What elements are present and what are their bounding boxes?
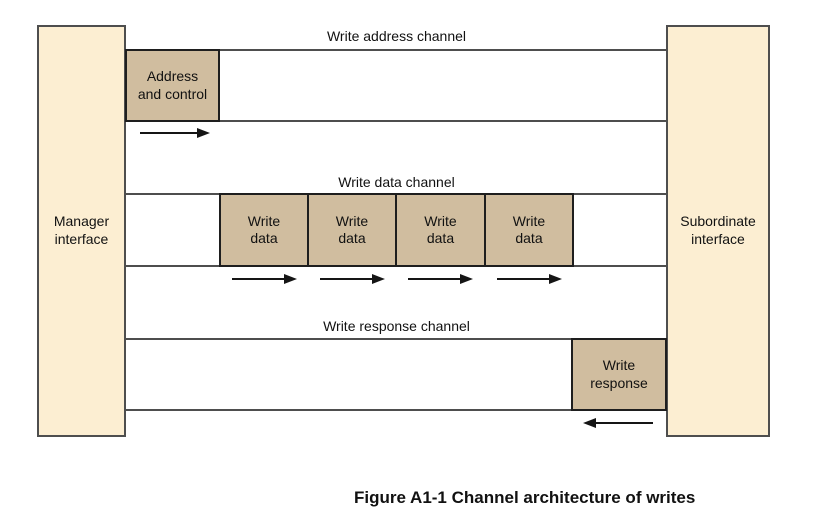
write-data-label: Write data bbox=[247, 212, 281, 247]
arrow-right-icon bbox=[497, 274, 562, 284]
write-data-box: Write data bbox=[219, 193, 309, 267]
arrow-left-icon bbox=[583, 418, 653, 428]
arrow-right-icon bbox=[408, 274, 473, 284]
manager-interface-label: Manager interface bbox=[53, 213, 110, 247]
write-data-box: Write data bbox=[395, 193, 486, 267]
write-address-channel-title: Write address channel bbox=[326, 28, 467, 44]
write-data-label: Write data bbox=[512, 212, 546, 247]
address-and-control-box: Address and control bbox=[125, 49, 220, 122]
write-data-box: Write data bbox=[307, 193, 397, 267]
write-response-channel-title: Write response channel bbox=[323, 318, 470, 334]
write-data-label: Write data bbox=[335, 212, 369, 247]
subordinate-interface-label: Subordinate interface bbox=[680, 213, 756, 247]
manager-interface-box: Manager interface bbox=[37, 25, 126, 437]
write-data-box: Write data bbox=[484, 193, 574, 267]
arrow-right-icon bbox=[320, 274, 385, 284]
arrow-right-icon bbox=[232, 274, 297, 284]
address-and-control-label: Address and control bbox=[137, 68, 208, 102]
subordinate-interface-box: Subordinate interface bbox=[666, 25, 770, 437]
write-data-channel-title: Write data channel bbox=[338, 174, 455, 190]
write-response-label: Write response bbox=[590, 357, 648, 391]
write-data-label: Write data bbox=[424, 212, 457, 247]
write-response-box: Write response bbox=[571, 338, 667, 411]
arrow-right-icon bbox=[140, 128, 210, 138]
figure-caption: Figure A1-1 Channel architecture of writ… bbox=[354, 488, 696, 507]
